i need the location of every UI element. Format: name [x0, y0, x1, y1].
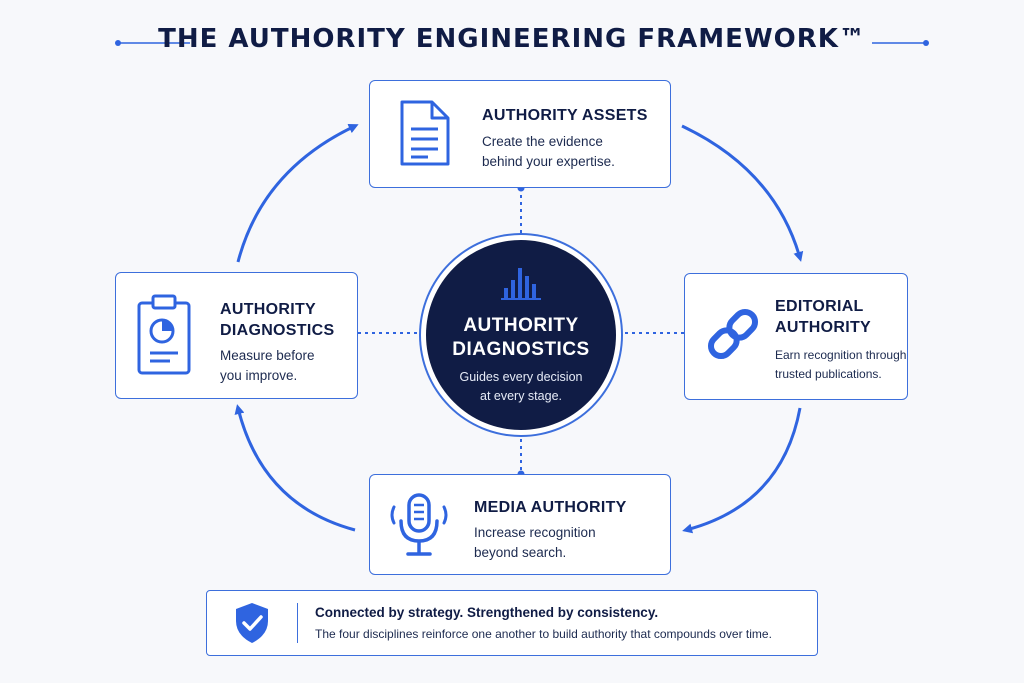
card-title-line2: AUTHORITY [775, 319, 872, 336]
card-authority-assets: AUTHORITY ASSETS Create the evidence beh… [369, 80, 671, 188]
microphone-icon [390, 493, 448, 556]
title-rule-left [115, 40, 190, 46]
connector-bottom [517, 428, 525, 478]
footer-banner: Connected by strategy. Strengthened by c… [206, 590, 818, 656]
arrow-editorial-to-media [682, 407, 802, 534]
arrow-media-to-diagnostics [234, 404, 356, 532]
card-desc-line2: you improve. [220, 368, 298, 383]
card-title-line1: EDITORIAL [775, 298, 864, 315]
card-desc-line1: Create the evidence [482, 134, 603, 149]
footer-title: Connected by strategy. Strengthened by c… [315, 605, 659, 620]
connector-left [358, 329, 428, 337]
card-title-line1: AUTHORITY [220, 301, 317, 318]
center-desc-line2: at every stage. [480, 389, 562, 403]
center-title-line2: DIAGNOSTICS [452, 339, 590, 360]
footer-divider [297, 603, 298, 643]
shield-check-icon [236, 603, 268, 643]
card-title-line2: DIAGNOSTICS [220, 322, 335, 339]
card-desc-line2: trusted publications. [775, 367, 882, 381]
card-media-authority: MEDIA AUTHORITY Increase recognition bey… [369, 474, 671, 575]
connector-right [614, 329, 684, 337]
center-title: AUTHORITY DIAGNOSTICS [426, 314, 616, 362]
center-title-line1: AUTHORITY [463, 315, 579, 336]
card-desc-line1: Earn recognition through [775, 348, 907, 362]
connector-top [517, 184, 525, 243]
center-desc-line1: Guides every decision [459, 370, 583, 384]
card-desc-line1: Increase recognition [474, 525, 596, 540]
arrow-diagnostics-to-assets [236, 124, 359, 263]
center-desc: Guides every decision at every stage. [426, 368, 616, 406]
card-editorial-authority: EDITORIAL AUTHORITY Earn recognition thr… [684, 273, 908, 400]
chain-link-icon [707, 308, 759, 360]
page-title: THE AUTHORITY ENGINEERING FRAMEWORK™ [158, 24, 866, 54]
card-title: MEDIA AUTHORITY [474, 499, 627, 516]
card-title: AUTHORITY ASSETS [482, 107, 648, 124]
card-desc-line1: Measure before [220, 348, 315, 363]
card-authority-diagnostics: AUTHORITY DIAGNOSTICS Measure before you… [115, 272, 358, 399]
arrow-assets-to-editorial [681, 124, 804, 262]
clipboard-chart-icon [137, 294, 191, 375]
title-rule-right [872, 40, 929, 46]
center-hub: AUTHORITY DIAGNOSTICS Guides every decis… [426, 240, 616, 430]
card-desc-line2: beyond search. [474, 545, 567, 560]
bar-chart-icon [501, 268, 541, 300]
card-desc-line2: behind your expertise. [482, 154, 615, 169]
document-icon [400, 100, 450, 166]
footer-desc: The four disciplines reinforce one anoth… [315, 627, 772, 641]
